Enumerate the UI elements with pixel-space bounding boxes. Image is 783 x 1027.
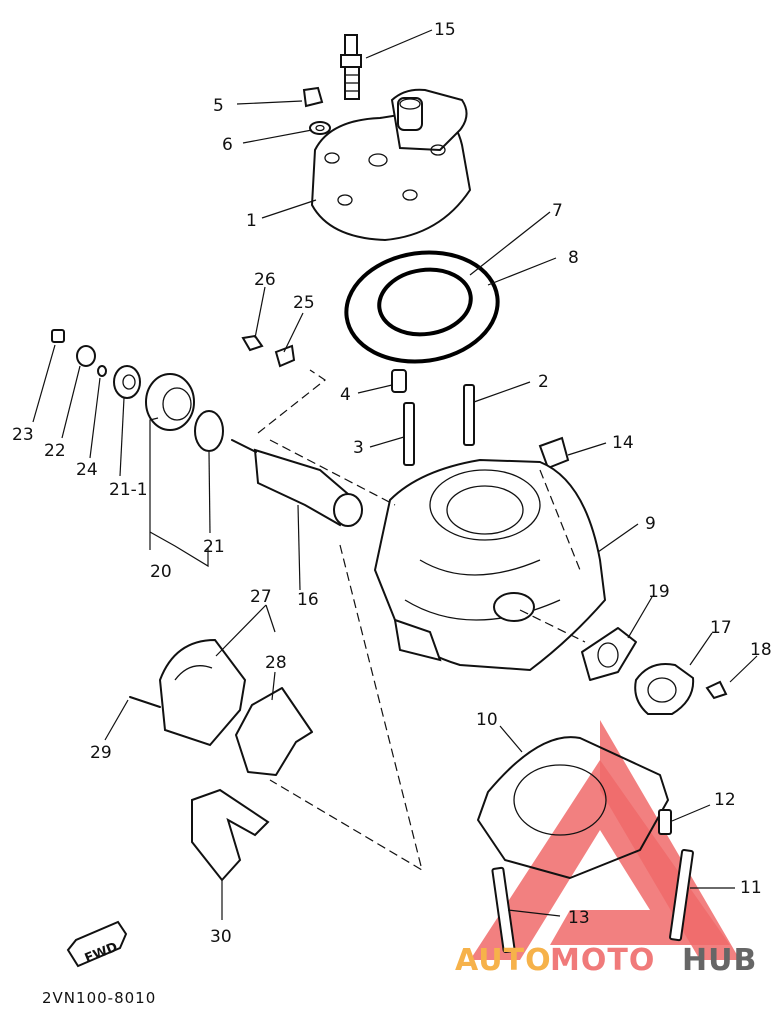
cylinder-part — [373, 458, 607, 672]
forward-arrow-icon: FWD — [66, 920, 128, 968]
label-3: 3 — [353, 438, 364, 458]
small-fasteners-part — [241, 334, 296, 368]
label-23: 23 — [12, 425, 34, 445]
spark-plug-part — [340, 34, 362, 100]
label-5: 5 — [213, 96, 224, 116]
label-15: 15 — [434, 20, 456, 40]
watermark-moto: MOTO — [550, 943, 655, 978]
part-labels: 15 5 6 1 7 8 26 25 4 2 3 14 9 23 22 24 2… — [12, 20, 772, 947]
label-12: 12 — [714, 790, 736, 810]
label-7: 7 — [552, 201, 563, 221]
label-27: 27 — [250, 587, 272, 607]
watermark-logo-icon — [470, 720, 740, 960]
label-21-1: 21-1 — [109, 480, 148, 500]
leader-lines — [32, 29, 758, 920]
seal-parts-group — [51, 329, 224, 452]
label-10: 10 — [476, 710, 498, 730]
studs-part — [403, 384, 475, 466]
clamp-part — [191, 788, 270, 882]
assembly-lines — [257, 369, 586, 872]
exhaust-gasket-part — [581, 627, 637, 681]
gasket-part — [235, 687, 313, 776]
cap-nut-part — [538, 436, 570, 470]
label-19: 19 — [648, 582, 670, 602]
label-9: 9 — [645, 514, 656, 534]
label-14: 14 — [612, 433, 634, 453]
label-21: 21 — [203, 537, 225, 557]
label-8: 8 — [568, 248, 579, 268]
cylinder-head-part — [310, 88, 472, 242]
label-22: 22 — [44, 441, 66, 461]
lower-studs-part — [491, 809, 694, 954]
drawing-code: 2VN100-8010 — [42, 989, 156, 1007]
o-rings-part — [344, 250, 500, 364]
exhaust-cover-part — [634, 663, 728, 715]
label-13: 13 — [568, 908, 590, 928]
label-11: 11 — [740, 878, 762, 898]
water-cover-part — [129, 638, 247, 747]
bolt-washer-part — [302, 86, 331, 135]
label-26: 26 — [254, 270, 276, 290]
label-17: 17 — [710, 618, 732, 638]
label-6: 6 — [222, 135, 233, 155]
watermark-text: AUTO MOTO HUB — [455, 943, 757, 978]
label-29: 29 — [90, 743, 112, 763]
label-20: 20 — [150, 562, 172, 582]
watermark-hub: HUB — [682, 943, 757, 978]
base-gasket-part — [477, 736, 669, 879]
label-25: 25 — [293, 293, 315, 313]
label-1: 1 — [246, 211, 257, 231]
label-2: 2 — [538, 372, 549, 392]
label-18: 18 — [750, 640, 772, 660]
label-16: 16 — [297, 590, 319, 610]
label-4: 4 — [340, 385, 351, 405]
label-30: 30 — [210, 927, 232, 947]
label-28: 28 — [265, 653, 287, 673]
watermark-auto: AUTO — [455, 943, 552, 978]
exhaust-valve-part — [231, 439, 363, 527]
dowel-part — [391, 369, 407, 393]
label-24: 24 — [76, 460, 98, 480]
